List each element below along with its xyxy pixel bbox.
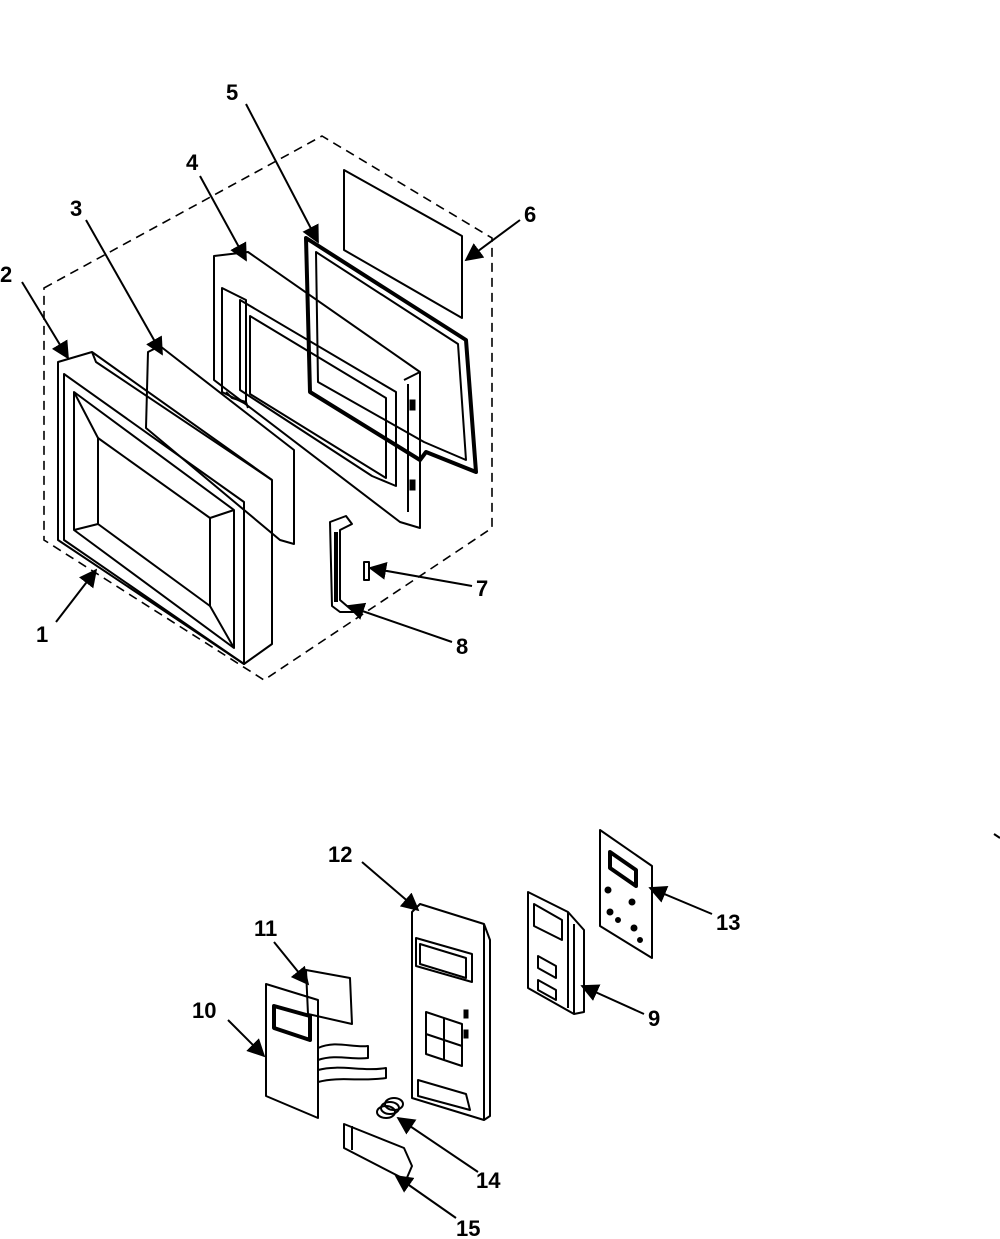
leader-4 <box>199 175 247 262</box>
label-3: 3 <box>70 196 82 221</box>
part-12-control-panel-frame <box>411 903 491 1121</box>
label-15: 15 <box>456 1216 480 1239</box>
label-4: 4 <box>186 150 199 175</box>
leader-8 <box>346 602 453 643</box>
leader-2 <box>21 281 69 360</box>
label-10: 10 <box>192 998 216 1023</box>
leader-14 <box>396 1116 479 1173</box>
leader-10 <box>227 1019 266 1058</box>
part-6-window <box>343 169 463 319</box>
leader-1 <box>55 568 98 623</box>
leader-6 <box>464 219 521 262</box>
part-15-release-button <box>343 1123 413 1181</box>
leader-3 <box>85 219 163 356</box>
part-2-outer-door <box>57 351 273 665</box>
label-5: 5 <box>226 80 238 105</box>
stray-mark <box>993 833 1000 839</box>
part-9-bracket <box>527 891 585 1015</box>
leader-11 <box>273 941 310 986</box>
part-14-spring <box>376 1097 404 1119</box>
part-13-circuit-board <box>599 829 653 959</box>
label-14: 14 <box>476 1168 501 1193</box>
part-11-label <box>305 969 353 1025</box>
label-8: 8 <box>456 634 468 659</box>
label-6: 6 <box>524 202 536 227</box>
label-2: 2 <box>0 262 12 287</box>
leader-15 <box>394 1174 457 1219</box>
part-8-latch <box>329 515 355 613</box>
label-13: 13 <box>716 910 740 935</box>
label-7: 7 <box>476 576 488 601</box>
label-12: 12 <box>328 842 352 867</box>
part-10-membrane-switch <box>265 983 387 1119</box>
leader-12 <box>361 861 420 912</box>
label-9: 9 <box>648 1006 660 1031</box>
leader-5 <box>245 103 319 244</box>
part-5-gasket <box>304 236 478 474</box>
label-1: 1 <box>36 622 48 647</box>
label-11: 11 <box>254 916 277 941</box>
part-4-door-frame <box>213 251 421 529</box>
leader-9 <box>580 984 645 1015</box>
leader-13 <box>648 885 713 915</box>
assembly-boundary <box>43 135 493 681</box>
part-7-spring <box>363 561 370 581</box>
leader-7 <box>368 561 473 587</box>
